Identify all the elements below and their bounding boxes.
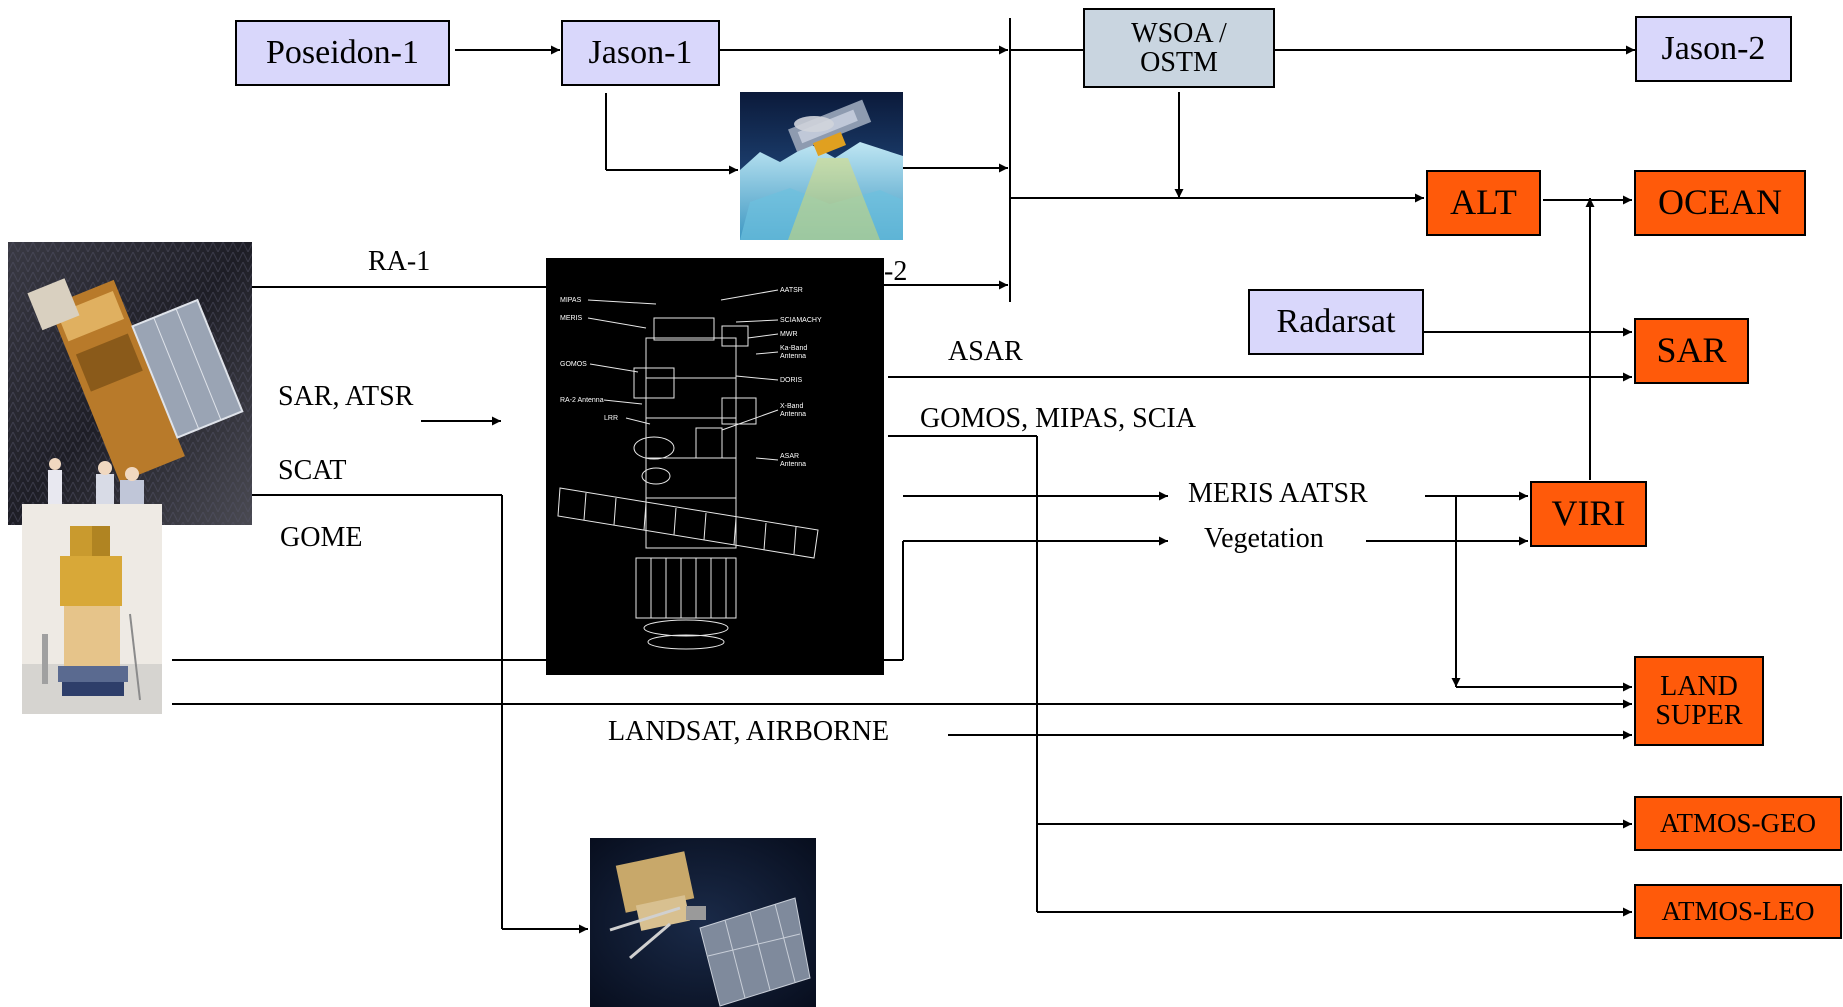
land-label: LAND xyxy=(1660,670,1738,702)
atmos-leo-label: ATMOS-LEO xyxy=(1661,896,1815,927)
ra-1-label: RA-1 xyxy=(368,246,431,277)
atmos-leo-box: ATMOS-LEO xyxy=(1634,884,1842,939)
poseidon-1-box: Poseidon-1 xyxy=(235,20,450,86)
gomos-mipas-scia-label: GOMOS, MIPAS, SCIA xyxy=(920,403,1196,434)
jason-1-label: Jason-1 xyxy=(588,34,693,72)
sar-atsr-label: SAR, ATSR xyxy=(278,381,414,412)
atmos-geo-box: ATMOS-GEO xyxy=(1634,796,1842,851)
scat-label: SCAT xyxy=(278,455,347,486)
sar-box: SAR xyxy=(1634,318,1749,384)
envisat-mipas: MIPAS xyxy=(560,297,582,304)
alt-box: ALT xyxy=(1426,170,1541,236)
envisat-aatsr: AATSR xyxy=(780,287,803,294)
metop-satellite-image xyxy=(590,838,816,1007)
viri-label: VIRI xyxy=(1551,493,1626,534)
ostm-label: OSTM xyxy=(1140,47,1218,78)
gome-label: GOME xyxy=(280,522,363,553)
land-super-box: LAND SUPER xyxy=(1634,656,1764,746)
meris-aatsr-label: MERIS AATSR xyxy=(1188,478,1368,509)
poseidon-1-label: Poseidon-1 xyxy=(266,34,419,72)
envisat-asar-ant: ASAR xyxy=(780,453,799,460)
jason-1-box: Jason-1 xyxy=(561,20,720,86)
wsoa-ostm-box: WSOA / OSTM xyxy=(1083,8,1275,88)
envisat-ka-antenna: Antenna xyxy=(780,353,806,360)
envisat-ka-band: Ka-Band xyxy=(780,345,807,352)
spot-satellite-photo xyxy=(22,504,162,714)
envisat-x-band: X-Band xyxy=(780,403,803,410)
asar-label: ASAR xyxy=(948,336,1023,367)
atmos-geo-label: ATMOS-GEO xyxy=(1659,808,1816,839)
jason-2-label: Jason-2 xyxy=(1661,30,1766,68)
envisat-mwr: MWR xyxy=(780,331,798,338)
cryosat-satellite-image xyxy=(740,92,903,240)
envisat-gomos: GOMOS xyxy=(560,361,587,368)
ers-satellite-photo xyxy=(8,242,252,525)
envisat-instrument-diagram: MIPAS MERIS GOMOS RA-2 Antenna LRR AATSR… xyxy=(546,258,884,675)
envisat-lrr: LRR xyxy=(604,415,618,422)
jason-2-box: Jason-2 xyxy=(1635,16,1792,82)
vegetation-label: Vegetation xyxy=(1204,523,1324,554)
envisat-ra2-antenna: RA-2 Antenna xyxy=(560,397,604,404)
super-label: SUPER xyxy=(1655,700,1743,731)
ra-2-label-fragment: -2 xyxy=(884,256,908,287)
ocean-label: OCEAN xyxy=(1658,182,1782,223)
radarsat-box: Radarsat xyxy=(1248,289,1424,355)
envisat-asar-antenna: Antenna xyxy=(780,461,806,468)
wsoa-label: WSOA / xyxy=(1131,17,1227,49)
ocean-box: OCEAN xyxy=(1634,170,1806,236)
sar-label: SAR xyxy=(1656,330,1727,371)
envisat-meris: MERIS xyxy=(560,315,583,322)
alt-label: ALT xyxy=(1450,182,1517,223)
envisat-x-antenna: Antenna xyxy=(780,411,806,418)
envisat-doris: DORIS xyxy=(780,377,803,384)
landsat-airborne-label: LANDSAT, AIRBORNE xyxy=(608,716,890,747)
envisat-sciamachy: SCIAMACHY xyxy=(780,317,822,324)
radarsat-label: Radarsat xyxy=(1276,303,1396,341)
viri-box: VIRI xyxy=(1530,481,1647,547)
